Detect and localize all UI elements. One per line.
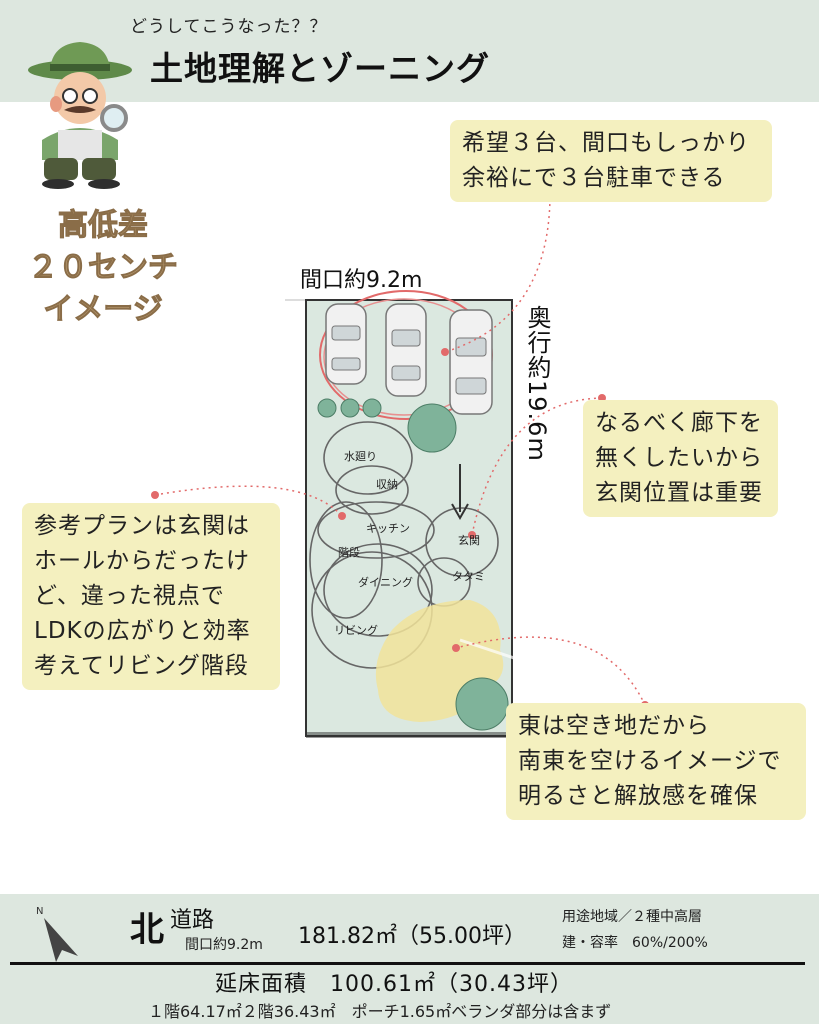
- callout-east: 東は空き地だから 南東を空けるイメージで 明るさと解放感を確保: [506, 703, 806, 820]
- footer-divider: [10, 962, 805, 965]
- shrub-1: [317, 398, 337, 418]
- car-3: [449, 309, 493, 415]
- label-dining: ダイニング: [358, 575, 413, 589]
- side-label-amount: ２０センチ: [28, 250, 179, 286]
- sunny-area: [375, 600, 504, 722]
- label-kitchen: キッチン: [366, 522, 410, 535]
- parking-zone: [319, 290, 493, 420]
- footer-band: [0, 894, 819, 1024]
- svg-text:N: N: [36, 906, 43, 917]
- header-title: 土地理解とゾーニング: [150, 49, 490, 88]
- floor-area: 延床面積 100.61㎡（30.43坪）: [215, 972, 573, 997]
- label-tatami: タタミ: [452, 570, 485, 583]
- shrub-2: [340, 398, 360, 418]
- site-area: 181.82㎡（55.00坪）: [298, 924, 526, 949]
- callout-parking: 希望３台、間口もしっかり 余裕にで３台駐車できる: [450, 120, 772, 202]
- header-subtitle: どうしてこうなった？？: [130, 17, 328, 37]
- side-label-image: イメージ: [43, 292, 163, 328]
- label-stairs: 階段: [338, 545, 360, 559]
- label-storage: 収納: [376, 478, 398, 491]
- floor-detail: １階64.17㎡２階36.43㎡ ポーチ1.65㎡ベランダ部分は含まず: [148, 1002, 612, 1021]
- label-entrance: 玄関: [458, 533, 480, 547]
- zoning-type: 用途地域／２種中高層: [562, 909, 702, 925]
- coverage-ratio: 建・容率 60%/200%: [562, 935, 708, 951]
- lot-boundary: [305, 299, 513, 737]
- depth-dimension: 奥行約19.6m: [523, 305, 551, 462]
- header-band: [0, 0, 819, 102]
- car-2: [385, 303, 427, 397]
- side-label-height: 高低差: [58, 208, 149, 244]
- frontage-dimension: 間口約9.2m: [300, 268, 423, 293]
- callout-corridor: なるべく廊下を 無くしたいから 玄関位置は重要: [583, 400, 778, 517]
- label-living: リビング: [334, 623, 378, 637]
- north-arrow-icon: N: [36, 906, 78, 962]
- detective-illustration: [28, 42, 132, 189]
- north-label: 北: [130, 910, 164, 950]
- car-1: [325, 303, 367, 385]
- label-water: 水廻り: [344, 450, 377, 463]
- road-label: 道路: [170, 908, 215, 933]
- shrub-3: [362, 398, 382, 418]
- tree-bottom: [455, 677, 509, 731]
- tree-top: [407, 403, 457, 453]
- callout-reference: 参考プランは玄関は ホールからだったけ ど、違った視点で LDKの広がりと効率 …: [22, 503, 280, 690]
- footer-frontage: 間口約9.2m: [185, 937, 263, 953]
